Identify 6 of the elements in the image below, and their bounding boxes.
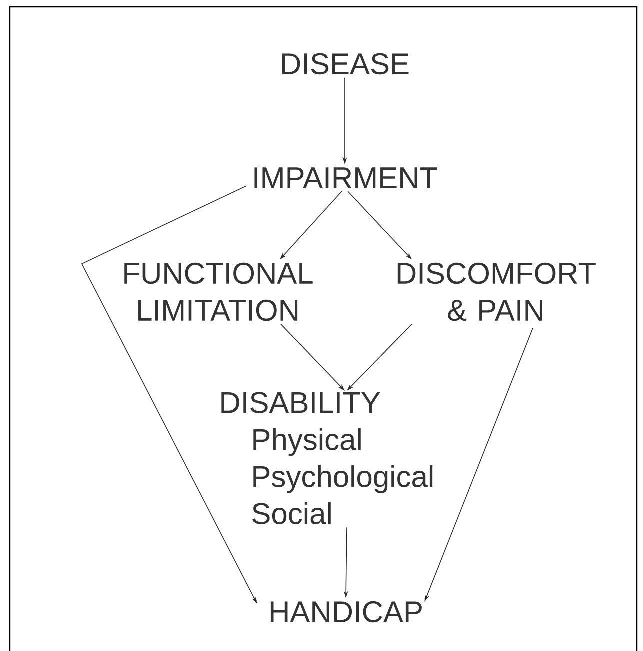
text-label: FUNCTIONAL LIMITATION — [124, 262, 313, 322]
text-label: DISEASE — [282, 53, 409, 75]
text-label: DISCOMFORT & PAIN — [398, 262, 596, 322]
text-label: HANDICAP — [270, 601, 422, 623]
text-label: IMPAIRMENT — [254, 168, 438, 188]
text-label: DISABILITY Physical Psychological Social — [222, 392, 433, 524]
